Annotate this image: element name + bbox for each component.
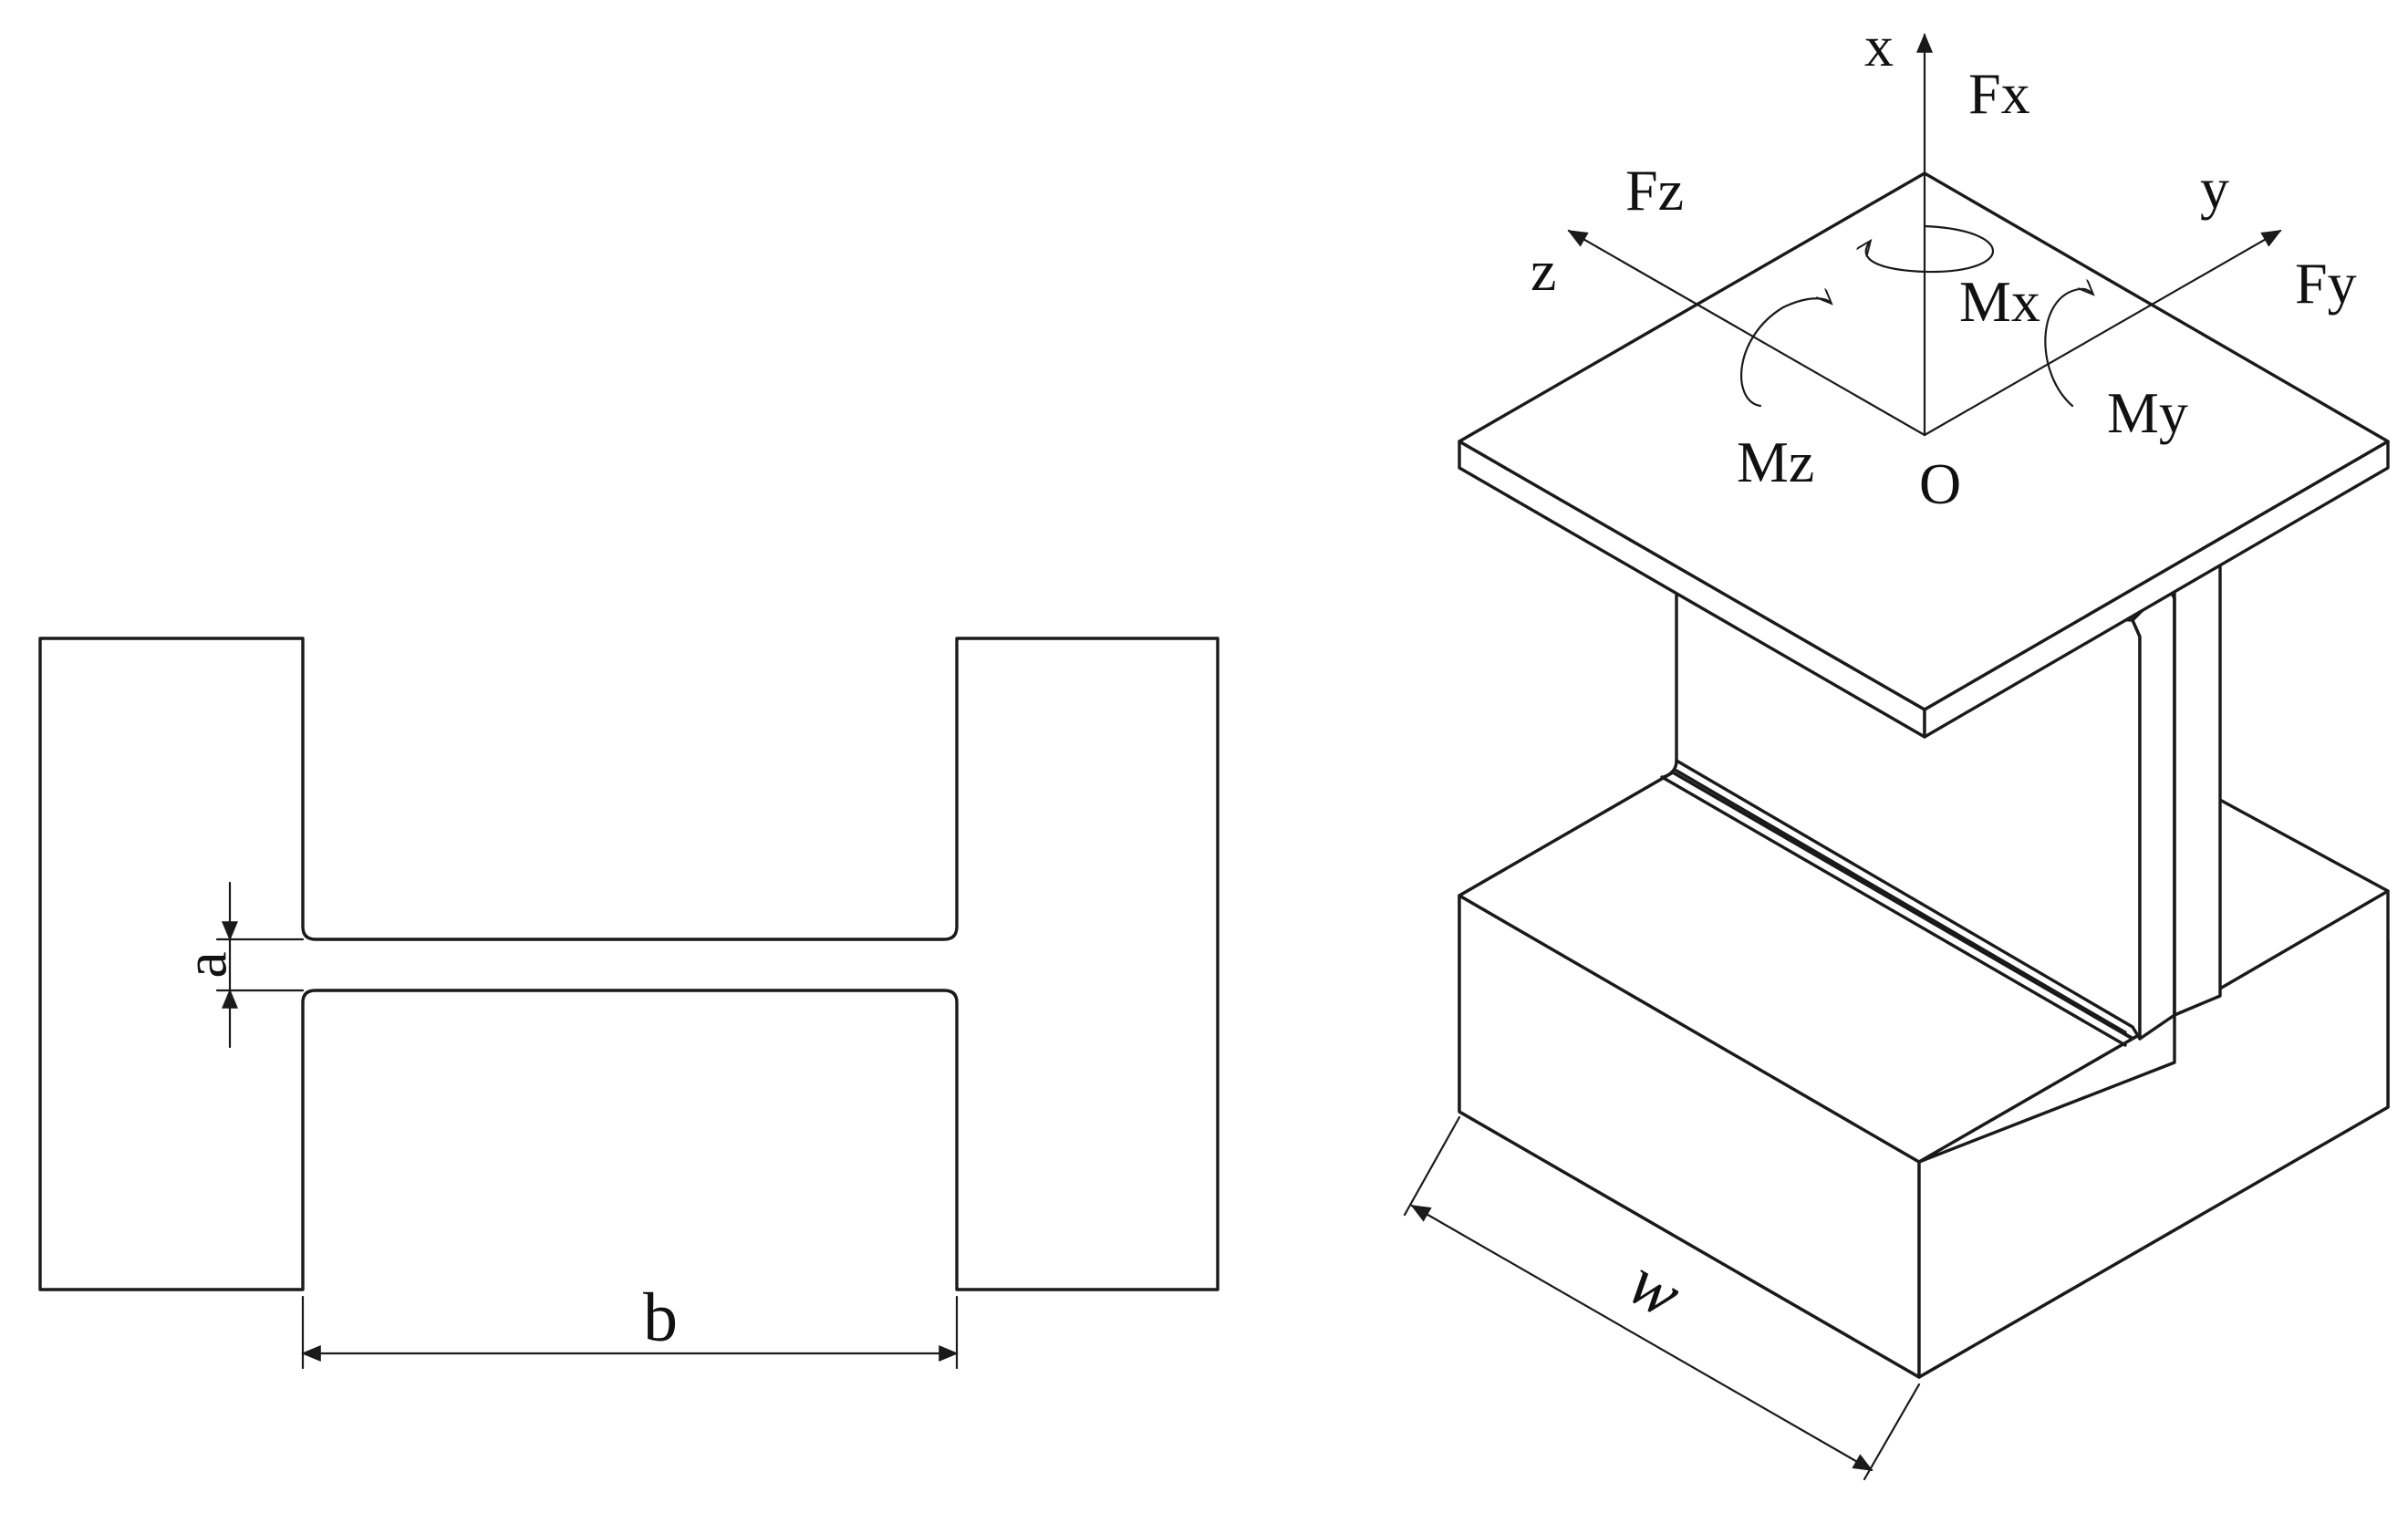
force-z-label: Fz <box>1625 158 1684 223</box>
moment-y-label: My <box>2107 380 2188 445</box>
axis-z-label: z <box>1531 238 1556 303</box>
dim-w-label: w <box>1616 1243 1695 1332</box>
z-axis <box>1567 229 1926 437</box>
force-x-label: Fx <box>1968 61 2030 126</box>
flexure-outline <box>38 637 1220 1291</box>
flexure-web <box>1660 556 2222 1047</box>
web-fillet-line-2 <box>1660 775 2127 1047</box>
moment-z-arrow <box>1740 298 1831 408</box>
dimension-b: b <box>301 1280 959 1370</box>
web-fillet-corner <box>1662 759 1678 779</box>
coordinate-axes <box>1567 33 2282 437</box>
moment-arrows <box>1740 224 2092 408</box>
axis-y-label: y <box>2200 156 2229 221</box>
moment-x-label: Mx <box>1959 269 2040 334</box>
top-plate <box>1458 171 2390 739</box>
y-axis <box>1923 229 2282 437</box>
origin-label: O <box>1919 451 1961 516</box>
dim-a-label: a <box>173 951 240 978</box>
dim-b-label: b <box>643 1280 678 1356</box>
left-view-flexure-section: a b <box>38 637 1220 1370</box>
web-fillet-line <box>1675 769 2127 1034</box>
dimension-a: a <box>173 881 305 1049</box>
moment-x-arrow <box>1866 224 1995 274</box>
plate-top-face <box>1458 171 2390 711</box>
right-view-isometric-flexure: x Fx y Fy z Fz Mx My Mz O w <box>1403 14 2390 1481</box>
force-y-label: Fy <box>2295 251 2357 316</box>
web-right-post <box>2173 556 2222 1017</box>
axis-x-label: x <box>1864 14 1894 78</box>
web-front-face <box>2131 584 2176 1041</box>
moment-y-arrow <box>2044 289 2092 408</box>
moment-z-label: Mz <box>1737 430 1814 494</box>
